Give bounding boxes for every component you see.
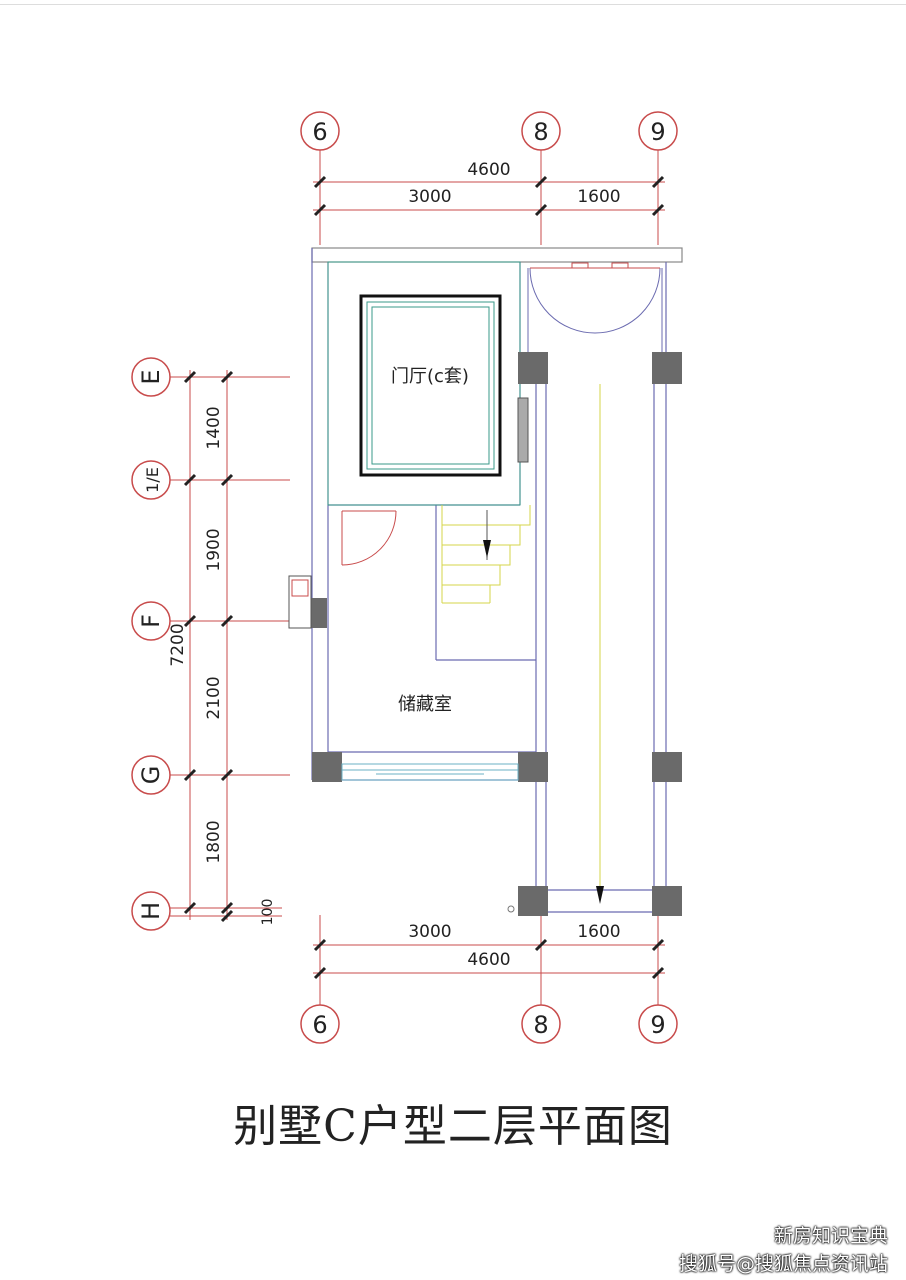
dim-left-total: 7200 — [168, 623, 188, 666]
watermark-text-1: 新房知识宝典 — [773, 1225, 888, 1247]
dim-top-total: 4600 — [467, 160, 510, 180]
axis-label-top-2: 8 — [533, 118, 548, 146]
dim-top-seg-2: 1600 — [577, 187, 620, 207]
floor-plan: 6 8 9 6 8 9 E 1/E F G H 4600 3000 1600 3… — [131, 111, 683, 1044]
plan-caption: 别墅C户型二层平面图 — [233, 1101, 673, 1152]
meter-box-inner — [291, 579, 309, 597]
dim-bottom-total: 4600 — [467, 950, 510, 970]
axis-label-left-2: 1/E — [143, 467, 162, 493]
door-mark-1 — [571, 262, 589, 269]
grid-lines — [168, 150, 665, 1005]
dim-left-seg-1: 1400 — [204, 406, 224, 449]
foyer-box-inner-2 — [371, 306, 490, 465]
axis-label-left-4: G — [137, 766, 165, 785]
axis-label-bottom-3: 9 — [650, 1011, 665, 1039]
foyer-box-outer — [359, 294, 502, 477]
stairs — [441, 505, 531, 604]
dim-left-extra: 100 — [260, 899, 276, 926]
foyer-box-inner — [366, 301, 495, 470]
dim-top-seg-1: 3000 — [408, 187, 451, 207]
watermark-line-1: 新房知识宝典 — [588, 1222, 888, 1250]
dim-left-seg-4: 1800 — [204, 820, 224, 863]
wechat-icon — [742, 1226, 767, 1246]
axis-bubbles — [131, 111, 678, 1044]
top-divider — [0, 4, 906, 5]
columns — [297, 352, 682, 916]
dim-left-seg-3: 2100 — [204, 676, 224, 719]
panel — [517, 397, 529, 463]
watermark: 新房知识宝典 搜狐号@搜狐焦点资讯站 — [588, 1222, 888, 1278]
marker-dot — [507, 905, 515, 913]
axis-label-left-3: F — [137, 614, 165, 628]
meter-box — [288, 575, 312, 629]
axis-label-top-1: 6 — [312, 118, 327, 146]
corridor-arrow — [596, 886, 604, 904]
watermark-line-2: 搜狐号@搜狐焦点资讯站 — [588, 1250, 888, 1278]
stair-arrow — [483, 540, 491, 558]
dim-bottom-seg-1: 3000 — [408, 922, 451, 942]
watermark-text-2: 搜狐号@搜狐焦点资讯站 — [678, 1253, 888, 1275]
room-label-foyer: 门厅(c套) — [391, 366, 469, 387]
axis-label-bottom-1: 6 — [312, 1011, 327, 1039]
door-mark-2 — [611, 262, 629, 269]
dim-left-seg-2: 1900 — [204, 528, 224, 571]
storage-window — [341, 763, 519, 781]
room-label-storage: 储藏室 — [398, 694, 452, 715]
axis-label-top-3: 9 — [650, 118, 665, 146]
storage-door — [341, 510, 397, 566]
axis-label-left-5: H — [137, 902, 165, 920]
dim-bottom-seg-2: 1600 — [577, 922, 620, 942]
entrance-door — [527, 267, 663, 352]
dimension-ticks — [183, 175, 665, 980]
axis-label-left-1: E — [137, 369, 165, 384]
axis-label-bottom-2: 8 — [533, 1011, 548, 1039]
